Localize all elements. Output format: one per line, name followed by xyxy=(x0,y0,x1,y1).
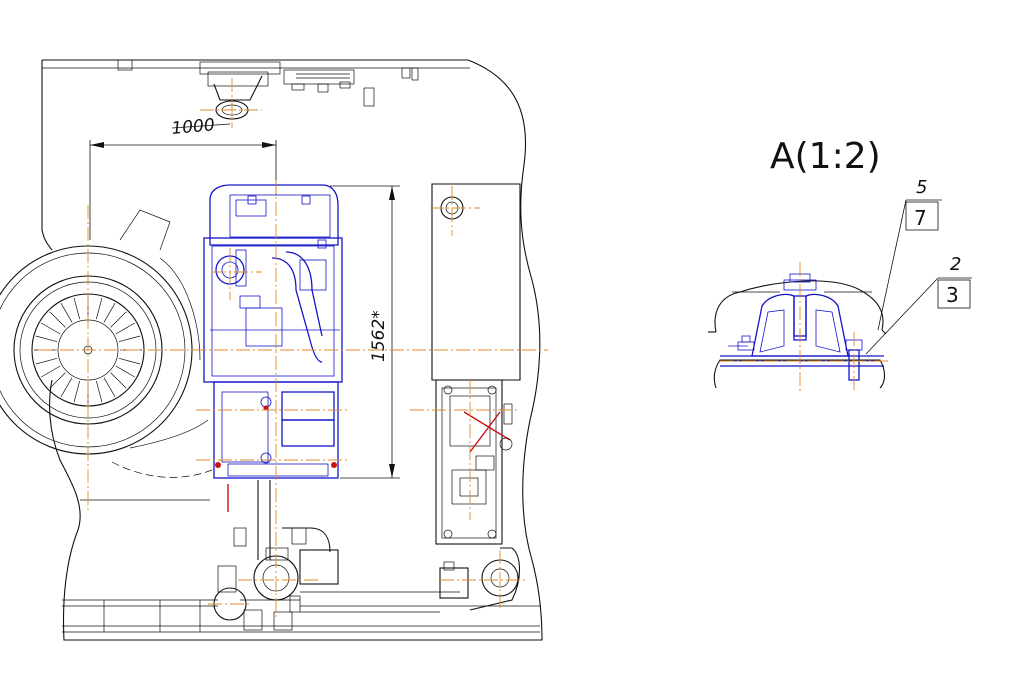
fan-blade xyxy=(110,311,127,328)
dimension-horizontal-label: 1000 xyxy=(171,115,216,139)
fan-blade xyxy=(95,297,103,320)
fan-blade xyxy=(73,297,81,320)
right-cabinet xyxy=(431,183,521,611)
fan-blade xyxy=(35,335,58,343)
fan-blade xyxy=(60,303,73,323)
dimension-vertical-label: 1562* xyxy=(369,310,389,362)
fan-blade xyxy=(49,372,66,389)
dimension-vertical: 1562* xyxy=(330,185,400,479)
dimension-horizontal: 1000 xyxy=(89,115,277,240)
fan-blade xyxy=(35,357,58,365)
fan-blade xyxy=(118,357,141,365)
fan-blade xyxy=(41,365,61,378)
callout-leader-2: 2 xyxy=(950,254,961,275)
housing-outline xyxy=(41,59,543,641)
callout-box-7: 7 xyxy=(914,206,927,230)
fan-blade xyxy=(115,365,135,378)
fan-blade xyxy=(115,322,135,335)
callout-leader-5: 5 xyxy=(916,177,927,198)
fan-blade xyxy=(118,335,141,343)
fan-blade xyxy=(60,377,73,397)
fan-blade xyxy=(103,303,116,323)
detail-view-label: A(1:2) xyxy=(770,136,881,177)
fan-blade xyxy=(41,322,61,335)
fan-blade xyxy=(103,377,116,397)
callout-2-3: 2 3 xyxy=(865,254,972,355)
fan-blade xyxy=(95,380,103,403)
fan-blade xyxy=(110,372,127,389)
fan-blade xyxy=(73,380,81,403)
fan-blade xyxy=(49,311,66,328)
callout-5-7: 5 7 xyxy=(877,177,942,331)
bottom-rails xyxy=(62,591,540,633)
center-lines xyxy=(38,78,548,620)
detail-view: A(1:2) xyxy=(708,136,888,394)
blue-unit xyxy=(203,184,343,479)
callout-box-3: 3 xyxy=(946,283,959,307)
fan-drum xyxy=(0,209,213,501)
